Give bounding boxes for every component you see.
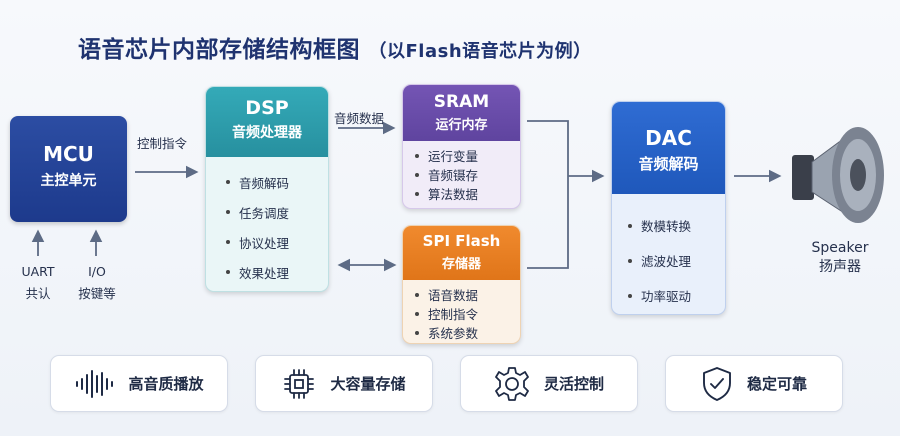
speaker-label: Speaker 扬声器 <box>800 239 880 277</box>
sram-desc: 运行内存 <box>435 118 488 133</box>
list-item: 系统参数 <box>415 323 520 342</box>
uart-label-group: UART 共认 <box>14 264 62 302</box>
feature-card-reliable: 稳定可靠 <box>665 355 843 412</box>
dsp-header: DSP 音频处理器 <box>206 87 328 157</box>
speaker-desc: 扬声器 <box>819 259 861 275</box>
io-sublabel: 按键等 <box>78 286 116 301</box>
sram-name: SRAM <box>433 92 490 112</box>
io-label: I/O <box>88 264 106 279</box>
sram-block: SRAM 运行内存 运行变量 音频镊存 算法数据 <box>402 84 521 209</box>
dsp-desc: 音频处理器 <box>232 125 302 141</box>
sram-to-merge-line <box>527 120 569 269</box>
feature-label: 灵活控制 <box>543 375 604 393</box>
title-sub: （以Flash语音芯片为例） <box>368 41 592 62</box>
sram-item-list: 运行变量 音频镊存 算法数据 <box>403 141 520 203</box>
mcu-dsp-link-label: 控制指令 <box>137 136 188 151</box>
mcu-name: MCU <box>43 142 94 166</box>
title-main: 语音芯片内部存储结构框图 <box>78 37 360 63</box>
dac-desc: 音频解码 <box>638 155 699 173</box>
feature-card-audio: 高音质播放 <box>50 355 228 412</box>
feature-label: 高音质播放 <box>128 375 204 393</box>
dac-block: DAC 音频解码 数模转换 滤波处理 功率驱动 <box>611 101 726 315</box>
waveform-icon <box>76 369 114 398</box>
shield-check-icon <box>703 366 731 401</box>
sram-header: SRAM 运行内存 <box>403 85 520 141</box>
list-item: 算法数据 <box>415 184 520 203</box>
spi-flash-desc: 存储器 <box>441 257 481 272</box>
uart-sublabel: 共认 <box>25 286 51 301</box>
list-item: 滤波处理 <box>628 243 725 278</box>
list-item: 语音数据 <box>415 285 520 304</box>
dsp-sram-link-label: 音频数据 <box>334 111 385 126</box>
list-item: 数模转换 <box>628 208 725 243</box>
list-item: 功率驱动 <box>628 278 725 313</box>
list-item: 运行变量 <box>415 146 520 165</box>
list-item: 音频镊存 <box>415 165 520 184</box>
speaker-icon <box>792 127 884 223</box>
feature-label: 大容量存储 <box>330 375 406 393</box>
dac-header: DAC 音频解码 <box>612 102 725 194</box>
feature-card-control: 灵活控制 <box>460 355 638 412</box>
feature-label: 稳定可靠 <box>746 375 807 393</box>
list-item: 协议处理 <box>226 227 328 257</box>
dsp-block: DSP 音频处理器 音频解码 任务调度 协议处理 效果处理 <box>205 86 329 292</box>
dac-item-list: 数模转换 滤波处理 功率驱动 <box>612 194 725 313</box>
diagram-title: 语音芯片内部存储结构框图 （以Flash语音芯片为例） <box>78 30 592 64</box>
spi-flash-item-list: 语音数据 控制指令 系统参数 <box>403 280 520 342</box>
gear-icon <box>495 366 529 401</box>
spi-flash-name: SPI Flash <box>422 232 501 250</box>
chip-icon <box>284 368 315 399</box>
speaker-name: Speaker <box>811 240 869 256</box>
list-item: 控制指令 <box>415 304 520 323</box>
spi-flash-block: SPI Flash 存储器 语音数据 控制指令 系统参数 <box>402 225 521 344</box>
dsp-item-list: 音频解码 任务调度 协议处理 效果处理 <box>206 157 328 287</box>
mcu-block: MCU 主控单元 <box>10 116 127 222</box>
list-item: 任务调度 <box>226 197 328 227</box>
feature-card-storage: 大容量存储 <box>255 355 433 412</box>
uart-label: UART <box>21 264 55 279</box>
list-item: 效果处理 <box>226 257 328 287</box>
mcu-desc: 主控单元 <box>40 173 97 189</box>
spi-flash-header: SPI Flash 存储器 <box>403 226 520 280</box>
dac-name: DAC <box>645 126 692 150</box>
io-label-group: I/O 按键等 <box>70 264 124 302</box>
list-item: 音频解码 <box>226 167 328 197</box>
dsp-name: DSP <box>245 97 289 119</box>
